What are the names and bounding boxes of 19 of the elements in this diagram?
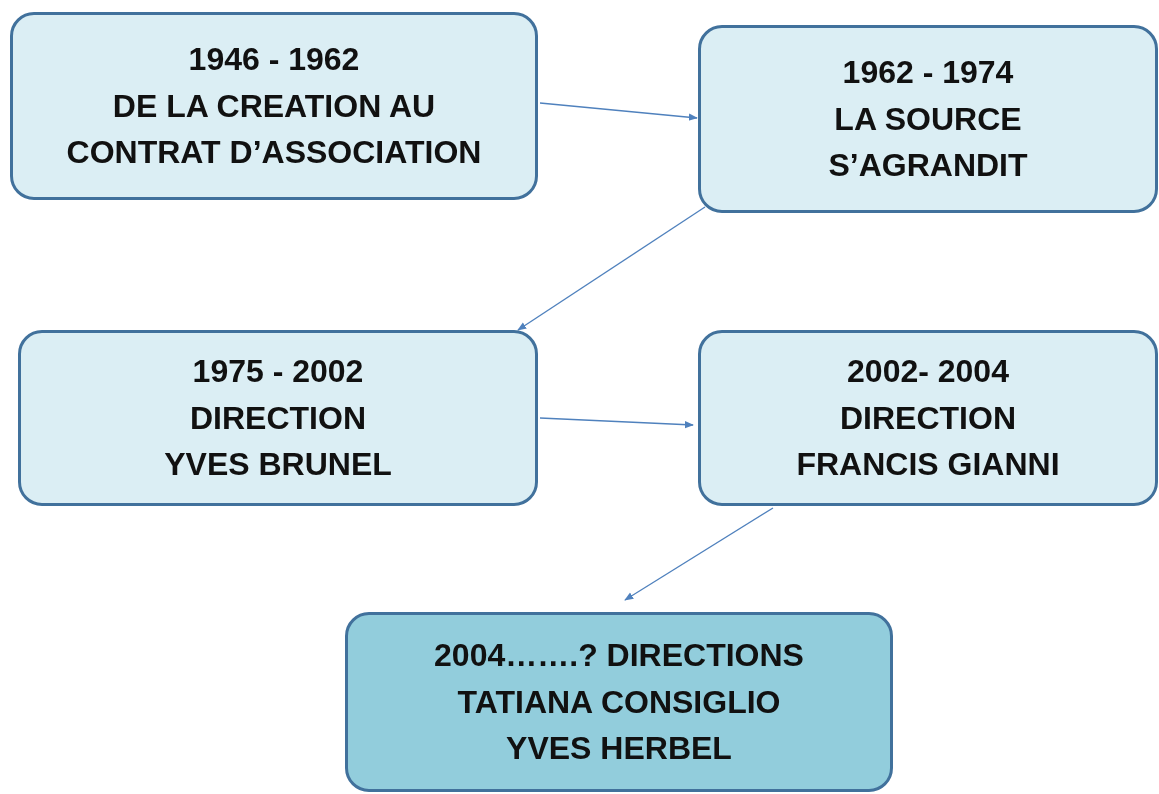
period-title: DIRECTION FRANCIS GIANNI (795, 398, 1061, 485)
period-title: DE LA CREATION AU CONTRAT D’ASSOCIATION (65, 86, 483, 173)
period-box (10, 12, 538, 200)
period-box (18, 330, 538, 506)
arrow (539, 417, 694, 429)
arrow (539, 102, 698, 121)
period-title: LA SOURCE S’AGRANDIT (827, 99, 1029, 186)
period-years: 1962 - 1974 (842, 53, 1014, 93)
period-title: DIRECTION YVES BRUNEL (163, 398, 393, 485)
period-years: 2002- 2004 (847, 352, 1009, 392)
period-years: 1946 - 1962 (188, 40, 360, 80)
period-box (345, 612, 893, 792)
arrow (517, 206, 706, 331)
arrow (624, 507, 774, 601)
period-years: 2004…….? DIRECTIONS (434, 636, 804, 676)
period-box (698, 25, 1158, 213)
period-box (698, 330, 1158, 506)
period-title: TATIANA CONSIGLIO YVES HERBEL (456, 682, 782, 769)
period-years: 1975 - 2002 (192, 352, 364, 392)
